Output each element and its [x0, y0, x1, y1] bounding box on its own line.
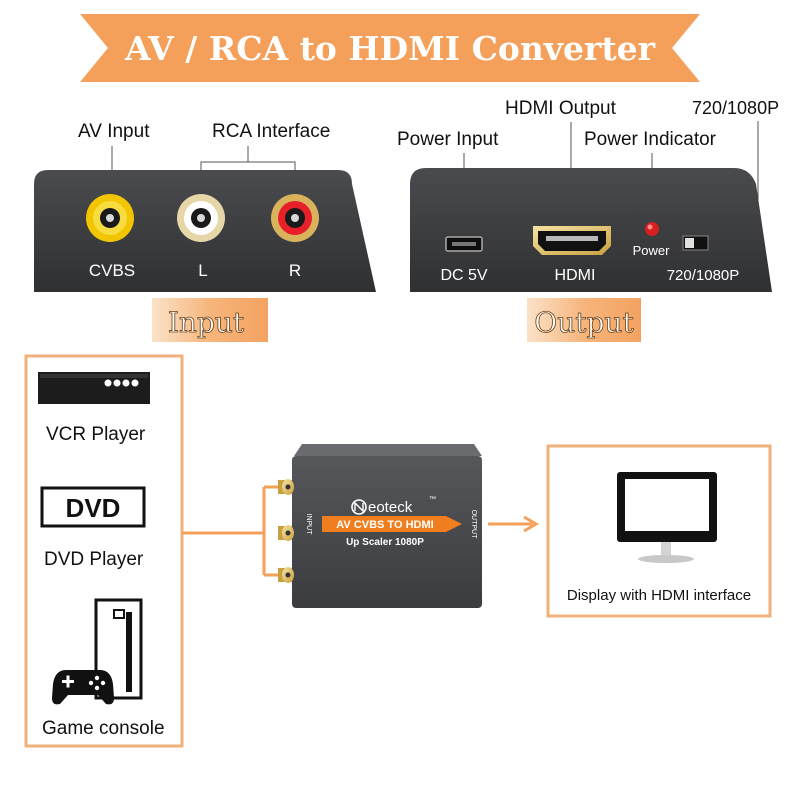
converter-brand: eoteck [368, 499, 413, 516]
converter-line1: AV CVBS TO HDMI [336, 519, 433, 531]
converter-top-face [294, 444, 482, 456]
dvd-icon: DVD [40, 486, 146, 528]
power-input-callout: Power Input [397, 129, 499, 150]
converter-to-display-arrowhead [523, 515, 539, 533]
cvbs-port [86, 194, 134, 242]
output-tab-label: Output [534, 306, 634, 339]
neoteck-logo-icon [351, 499, 367, 515]
hdmi-port [533, 226, 611, 255]
resolution-switch [682, 235, 709, 251]
display-label: Display with HDMI interface [567, 587, 751, 604]
output-tab: Output [527, 298, 641, 342]
hdmi-port-label: HDMI [555, 267, 596, 284]
dvd-label: DVD Player [44, 549, 144, 570]
rca-plug-top [278, 479, 294, 495]
converter-output-side: OUTPUT [470, 510, 477, 540]
gamepad-icon [52, 670, 114, 705]
converter-arrow-band [322, 516, 462, 532]
vcr-label: VCR Player [46, 424, 146, 445]
power-led-label: Power [633, 243, 671, 258]
converter-box: eoteck ™ AV CVBS TO HDMI Up Scaler 1080P… [278, 444, 482, 608]
audio-right-port [271, 194, 319, 242]
banner-title: AV / RCA to HDMI Converter [124, 29, 656, 68]
right-port-label: R [289, 261, 301, 280]
rca-plug-middle [278, 525, 294, 541]
cvbs-port-label: CVBS [89, 261, 135, 280]
hdmi-output-callout: HDMI Output [505, 98, 617, 119]
title-banner: AV / RCA to HDMI Converter [80, 14, 700, 82]
monitor-icon [617, 472, 717, 563]
input-tab: Input [152, 298, 268, 342]
input-panel: AV Input RCA Interface CVBS L R [34, 121, 376, 342]
left-port-label: L [198, 261, 207, 280]
banner-shape [80, 14, 700, 82]
dc-port-label: DC 5V [440, 267, 487, 284]
switch-mode-callout: 720/1080P [692, 98, 779, 118]
sources-box: VCR Player DVD DVD Player Game console [24, 354, 184, 748]
mini-usb-port [445, 236, 483, 252]
connectors [182, 485, 539, 577]
rca-interface-callout: RCA Interface [212, 121, 330, 142]
rca-plug-bottom [278, 567, 294, 583]
output-panel: HDMI Output 720/1080P Power Input Power … [397, 98, 779, 342]
converter-line2: Up Scaler 1080P [346, 537, 424, 548]
power-led [645, 222, 659, 236]
game-console-label: Game console [42, 718, 165, 739]
trademark-mark: ™ [429, 496, 436, 503]
vcr-icon [38, 372, 150, 404]
av-input-callout: AV Input [78, 121, 150, 142]
input-tab-label: Input [168, 306, 245, 339]
switch-label: 720/1080P [667, 267, 740, 284]
dvd-logo-text: DVD [66, 493, 121, 523]
audio-left-port [177, 194, 225, 242]
display-box: Display with HDMI interface [546, 444, 772, 618]
converter-input-side: INPUT [305, 514, 312, 536]
power-indicator-callout: Power Indicator [584, 129, 717, 150]
